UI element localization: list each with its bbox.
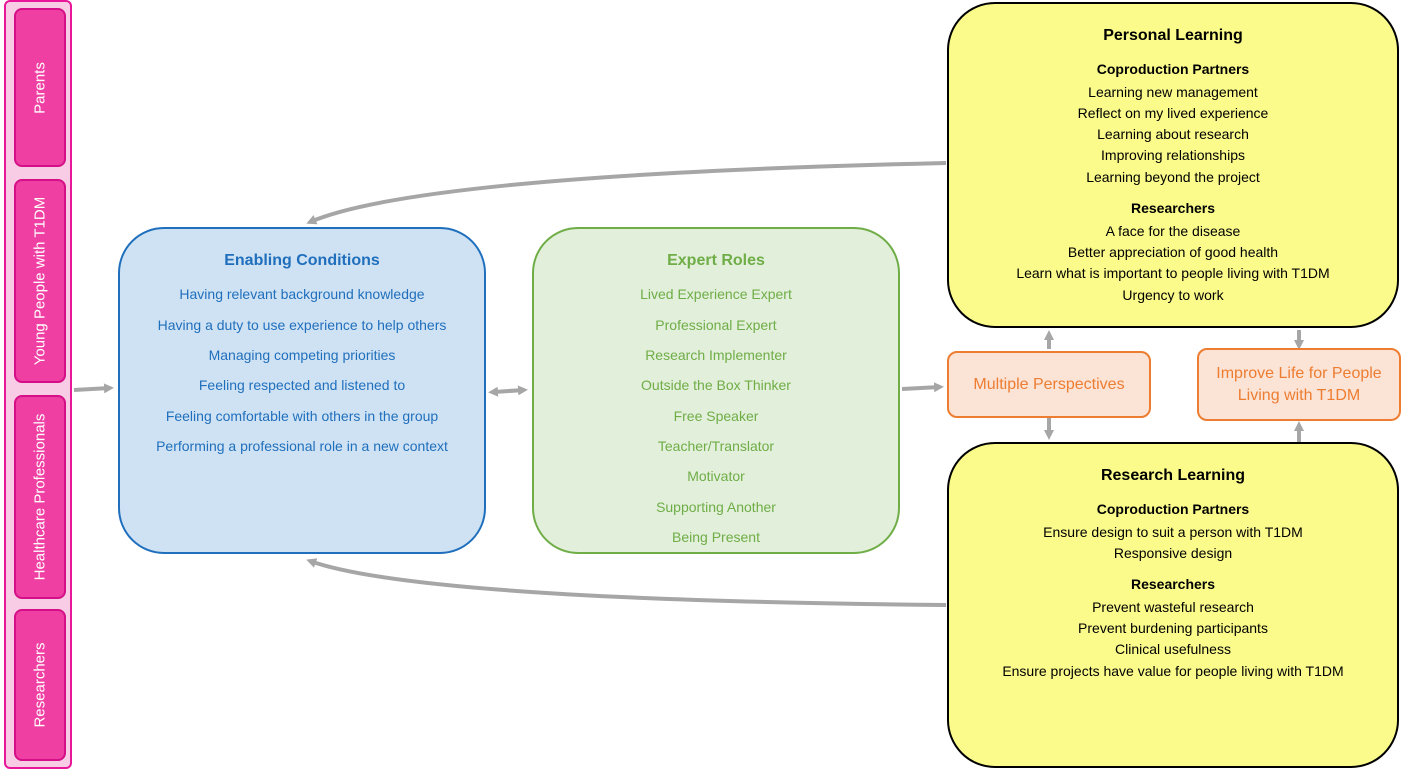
enabling-conditions-box: Enabling Conditions Having relevant back…	[118, 227, 486, 554]
stakeholder-label: Researchers	[31, 642, 49, 728]
enabling-item: Feeling respected and listened to	[198, 377, 406, 393]
personal-researchers-heading: Researchers	[1130, 200, 1216, 216]
improve-life-line1: Improve Life for People	[1216, 364, 1382, 382]
expert-item: Supporting Another	[656, 499, 776, 515]
stakeholder-label: Young People with T1DM	[31, 196, 49, 366]
research-item: Clinical usefulness	[1115, 641, 1231, 657]
expert-item: Research Implementer	[645, 347, 787, 363]
research-item: Prevent burdening participants	[1078, 620, 1268, 636]
expert-item: Lived Experience Expert	[640, 286, 792, 302]
expert-item: Outside the Box Thinker	[641, 377, 791, 393]
enabling-item: Having relevant background knowledge	[179, 286, 425, 302]
stakeholder-label: Healthcare Professionals	[31, 413, 49, 581]
stakeholder-healthcare-professionals: Healthcare Professionals	[14, 395, 66, 599]
improve-life-box: Improve Life for People Living with T1DM	[1197, 348, 1401, 421]
enabling-item: Performing a professional role in a new …	[156, 438, 448, 454]
expert-item: Free Speaker	[673, 408, 759, 424]
stakeholders-panel: Parents Young People with T1DM Healthcar…	[4, 0, 72, 769]
improve-life-line2: Living with T1DM	[1237, 386, 1361, 404]
personal-item: Learning new management	[1088, 84, 1258, 100]
personal-item: Learning about research	[1097, 126, 1249, 142]
arrow-research-to-enabling	[306, 558, 947, 607]
research-title: Research Learning	[1100, 467, 1246, 484]
personal-item: Reflect on my lived experience	[1077, 105, 1269, 121]
stakeholder-label: Parents	[31, 61, 49, 114]
arrow-enabling-expert	[488, 385, 528, 397]
personal-item: Urgency to work	[1122, 287, 1224, 303]
research-item: Ensure projects have value for people li…	[1002, 663, 1344, 679]
arrow-stakeholders-to-enabling	[73, 383, 114, 394]
research-item: Prevent wasteful research	[1092, 599, 1254, 615]
arrow-personal-to-enabling	[306, 161, 947, 225]
research-researchers-heading: Researchers	[1130, 576, 1216, 592]
enabling-item: Managing competing priorities	[208, 347, 396, 363]
research-item: Ensure design to suit a person with T1DM	[1043, 524, 1303, 540]
personal-partners-heading: Coproduction Partners	[1096, 61, 1250, 77]
personal-item: A face for the disease	[1105, 223, 1241, 239]
personal-title: Personal Learning	[1103, 27, 1243, 44]
personal-item: Learning beyond the project	[1086, 169, 1260, 185]
personal-item: Improving relationships	[1101, 147, 1245, 163]
enabling-title: Enabling Conditions	[224, 252, 380, 269]
personal-learning-box: Personal Learning Coproduction Partners …	[947, 2, 1399, 328]
stakeholder-parents: Parents	[14, 8, 66, 167]
stakeholder-researchers: Researchers	[14, 609, 66, 761]
research-item: Responsive design	[1113, 545, 1233, 561]
research-partners-heading: Coproduction Partners	[1096, 501, 1250, 517]
personal-item: Better appreciation of good health	[1067, 244, 1279, 260]
enabling-item: Feeling comfortable with others in the g…	[165, 408, 439, 424]
research-learning-box: Research Learning Coproduction Partners …	[947, 442, 1399, 768]
enabling-item: Having a duty to use experience to help …	[157, 317, 447, 333]
personal-item: Learn what is important to people living…	[1016, 265, 1330, 281]
expert-roles-box: Expert Roles Lived Experience Expert Pro…	[532, 227, 900, 554]
arrow-expert-to-multiple	[901, 382, 944, 393]
multiple-perspectives-label: Multiple Perspectives	[973, 375, 1125, 393]
expert-title: Expert Roles	[667, 252, 765, 269]
expert-item: Being Present	[672, 529, 760, 545]
expert-item: Professional Expert	[655, 317, 777, 333]
expert-item: Motivator	[687, 468, 745, 484]
stakeholder-young-people: Young People with T1DM	[14, 179, 66, 383]
multiple-perspectives-box: Multiple Perspectives	[947, 351, 1151, 418]
expert-item: Teacher/Translator	[657, 438, 775, 454]
